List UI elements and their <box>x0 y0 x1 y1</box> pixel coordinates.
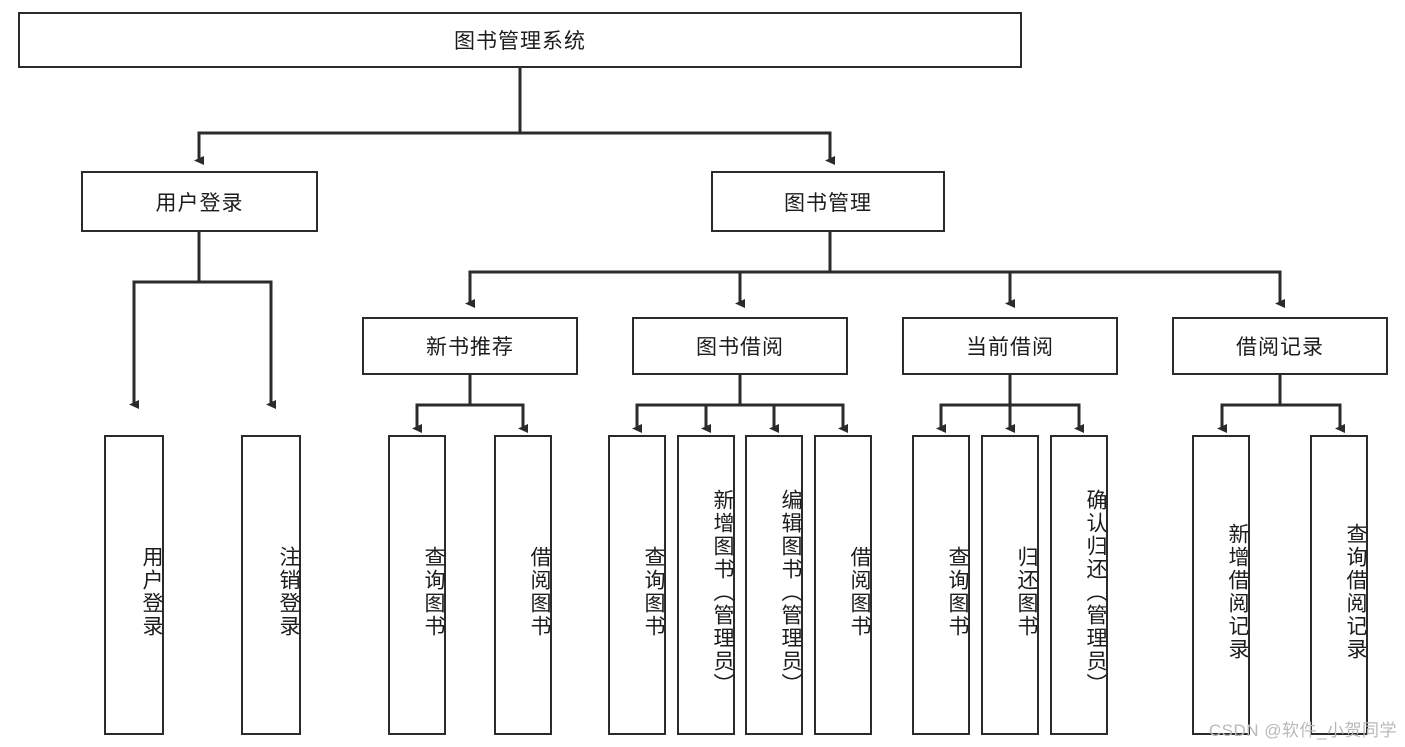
leaf-label: 查询图书 <box>946 546 969 638</box>
leaf-current-borrow-return[interactable]: 归还图书 <box>981 435 1039 735</box>
node-book-borrow[interactable]: 图书借阅 <box>632 317 848 375</box>
leaf-label: 查询图书 <box>422 546 445 638</box>
node-new-book-recommend[interactable]: 新书推荐 <box>362 317 578 375</box>
leaf-new-book-borrow[interactable]: 借阅图书 <box>494 435 552 735</box>
leaf-book-borrow-edit[interactable]: 编辑图书（管理员） <box>745 435 803 735</box>
node-borrow-record-label: 借阅记录 <box>1236 336 1324 359</box>
leaf-book-borrow-lend[interactable]: 借阅图书 <box>814 435 872 735</box>
leaf-borrow-record-add[interactable]: 新增借阅记录 <box>1192 435 1250 735</box>
node-current-borrow[interactable]: 当前借阅 <box>902 317 1118 375</box>
node-book-management[interactable]: 图书管理 <box>711 171 945 232</box>
leaf-label: 编辑图书（管理员） <box>779 488 802 696</box>
node-borrow-record[interactable]: 借阅记录 <box>1172 317 1388 375</box>
leaf-label: 借阅图书 <box>848 546 871 638</box>
leaf-current-borrow-query[interactable]: 查询图书 <box>912 435 970 735</box>
node-user-login[interactable]: 用户登录 <box>81 171 318 232</box>
node-new-book-recommend-label: 新书推荐 <box>426 336 514 359</box>
node-current-borrow-label: 当前借阅 <box>966 336 1054 359</box>
leaf-label: 归还图书 <box>1015 546 1038 638</box>
leaf-label: 新增图书（管理员） <box>711 488 734 696</box>
leaf-user-login-logout[interactable]: 注销登录 <box>241 435 301 735</box>
leaf-label: 查询图书 <box>642 546 665 638</box>
leaf-label: 确认归还（管理员） <box>1084 488 1107 696</box>
leaf-book-borrow-query[interactable]: 查询图书 <box>608 435 666 735</box>
leaf-label: 注销登录 <box>277 546 300 638</box>
watermark: CSDN @软件_小贺同学 <box>1208 721 1397 740</box>
node-user-login-label: 用户登录 <box>155 191 244 215</box>
leaf-current-borrow-confirm[interactable]: 确认归还（管理员） <box>1050 435 1108 735</box>
node-book-management-label: 图书管理 <box>784 191 872 215</box>
leaf-label: 用户登录 <box>140 546 163 638</box>
leaf-label: 查询借阅记录 <box>1344 523 1367 661</box>
node-root[interactable]: 图书管理系统 <box>18 12 1022 68</box>
node-book-borrow-label: 图书借阅 <box>696 336 784 359</box>
leaf-label: 新增借阅记录 <box>1226 523 1249 661</box>
node-root-label: 图书管理系统 <box>454 30 586 53</box>
leaf-borrow-record-query[interactable]: 查询借阅记录 <box>1310 435 1368 735</box>
leaf-book-borrow-add[interactable]: 新增图书（管理员） <box>677 435 735 735</box>
leaf-new-book-query[interactable]: 查询图书 <box>388 435 446 735</box>
leaf-user-login-login[interactable]: 用户登录 <box>104 435 164 735</box>
leaf-label: 借阅图书 <box>528 546 551 638</box>
